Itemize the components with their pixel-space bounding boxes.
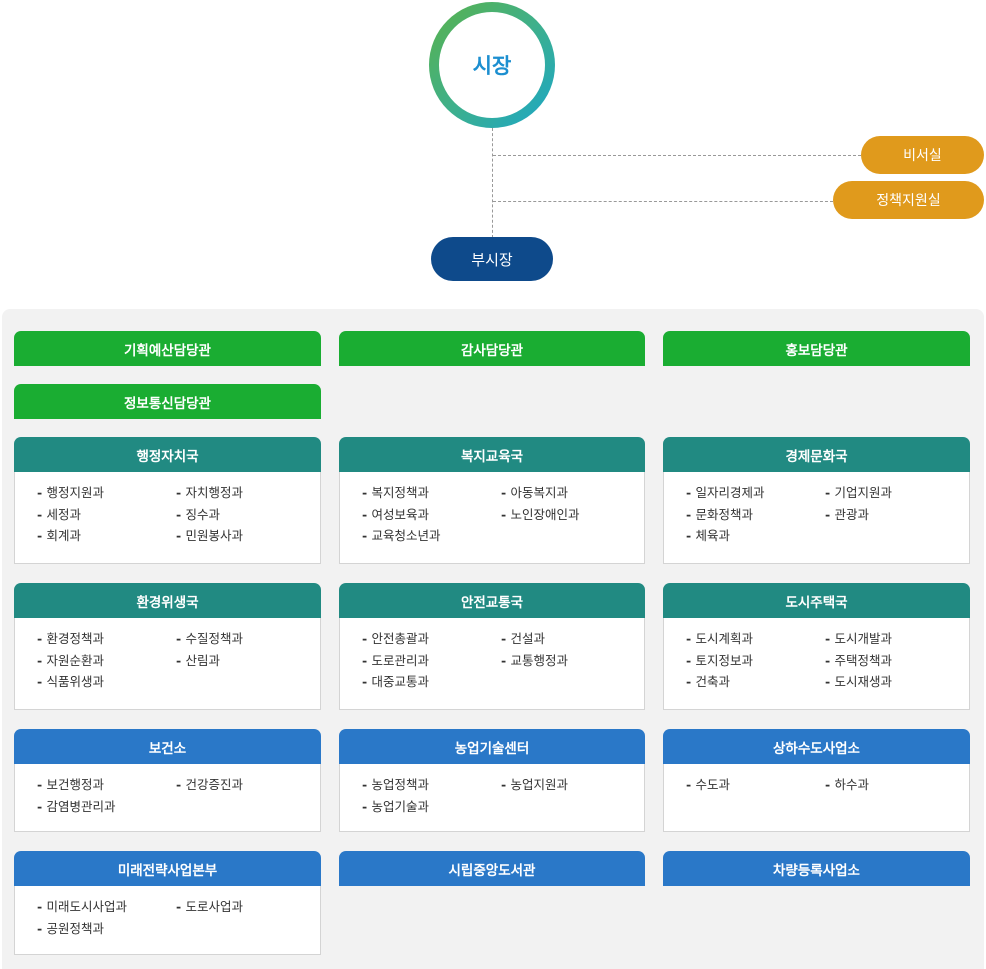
department-item[interactable]: 자원순환과	[37, 651, 176, 672]
bureau-box: 안전총괄과 건설과 도로관리과 교통행정과 대중교통과	[339, 618, 645, 710]
department-item[interactable]: 환경정책과	[37, 629, 176, 650]
mayor-label: 시장	[439, 12, 545, 118]
department-item[interactable]: 교육청소년과	[362, 526, 501, 547]
department-item[interactable]: 징수과	[176, 505, 315, 526]
department-item[interactable]: 감염병관리과	[37, 797, 176, 818]
secretary-connector	[493, 155, 861, 156]
department-item[interactable]: 도시개발과	[825, 629, 964, 650]
bureau-box: 환경정책과 수질정책과 자원순환과 산림과 식품위생과	[14, 618, 321, 710]
department-item[interactable]: 식품위생과	[37, 672, 176, 693]
department-item[interactable]: 도로사업과	[176, 897, 315, 918]
department-item[interactable]: 관광과	[825, 505, 964, 526]
department-item[interactable]: 노인장애인과	[501, 505, 640, 526]
agency-box: 농업정책과 농업지원과 농업기술과	[339, 764, 645, 832]
department-item[interactable]: 복지정책과	[362, 483, 501, 504]
department-item[interactable]: 대중교통과	[362, 672, 501, 693]
bureau-header[interactable]: 행정자치국	[14, 437, 321, 472]
department-item[interactable]: 안전총괄과	[362, 629, 501, 650]
policy-connector	[493, 201, 833, 202]
department-item[interactable]: 주택정책과	[825, 651, 964, 672]
department-item[interactable]: 도시계획과	[686, 629, 825, 650]
bureau-box: 일자리경제과 기업지원과 문화정책과 관광과 체육과	[663, 472, 970, 564]
staff-office-pr[interactable]: 홍보담당관	[663, 331, 970, 366]
bureau-header[interactable]: 도시주택국	[663, 583, 970, 618]
department-item[interactable]: 기업지원과	[825, 483, 964, 504]
bureau-header[interactable]: 환경위생국	[14, 583, 321, 618]
agency-header[interactable]: 시립중앙도서관	[339, 851, 645, 886]
department-item[interactable]: 아동복지과	[501, 483, 640, 504]
bureau-box: 복지정책과 아동복지과 여성보육과 노인장애인과 교육청소년과	[339, 472, 645, 564]
department-item[interactable]: 공원정책과	[37, 919, 176, 940]
department-item[interactable]: 행정지원과	[37, 483, 176, 504]
department-item[interactable]: 여성보육과	[362, 505, 501, 526]
department-item[interactable]: 건설과	[501, 629, 640, 650]
department-item[interactable]: 수질정책과	[176, 629, 315, 650]
department-item[interactable]: 일자리경제과	[686, 483, 825, 504]
mayor-node[interactable]: 시장	[429, 2, 555, 128]
department-item[interactable]: 민원봉사과	[176, 526, 315, 547]
department-item[interactable]: 도시재생과	[825, 672, 964, 693]
department-item[interactable]: 하수과	[825, 775, 964, 796]
department-item[interactable]: 농업지원과	[501, 775, 640, 796]
department-item[interactable]: 건축과	[686, 672, 825, 693]
department-item[interactable]: 미래도시사업과	[37, 897, 176, 918]
agency-header[interactable]: 상하수도사업소	[663, 729, 970, 764]
department-item[interactable]: 체육과	[686, 526, 825, 547]
agency-header[interactable]: 차량등록사업소	[663, 851, 970, 886]
department-item[interactable]: 교통행정과	[501, 651, 640, 672]
department-item[interactable]: 자치행정과	[176, 483, 315, 504]
department-item[interactable]: 수도과	[686, 775, 825, 796]
bureau-box: 도시계획과 도시개발과 토지정보과 주택정책과 건축과 도시재생과	[663, 618, 970, 710]
agency-header[interactable]: 농업기술센터	[339, 729, 645, 764]
staff-office-planning[interactable]: 기획예산담당관	[14, 331, 321, 366]
department-item[interactable]: 회계과	[37, 526, 176, 547]
agency-box: 미래도시사업과 도로사업과 공원정책과	[14, 886, 321, 955]
staff-office-it[interactable]: 정보통신담당관	[14, 384, 321, 419]
agency-header[interactable]: 보건소	[14, 729, 321, 764]
department-item[interactable]: 농업정책과	[362, 775, 501, 796]
bureau-box: 행정지원과 자치행정과 세정과 징수과 회계과 민원봉사과	[14, 472, 321, 564]
agency-header[interactable]: 미래전략사업본부	[14, 851, 321, 886]
department-item[interactable]: 세정과	[37, 505, 176, 526]
vice-mayor-button[interactable]: 부시장	[431, 237, 553, 281]
department-item[interactable]: 산림과	[176, 651, 315, 672]
secretary-office-button[interactable]: 비서실	[861, 136, 984, 174]
department-item[interactable]: 토지정보과	[686, 651, 825, 672]
department-item[interactable]: 건강증진과	[176, 775, 315, 796]
hierarchy-connector	[492, 128, 493, 238]
department-item[interactable]: 문화정책과	[686, 505, 825, 526]
policy-office-button[interactable]: 정책지원실	[833, 181, 984, 219]
bureau-header[interactable]: 안전교통국	[339, 583, 645, 618]
department-item[interactable]: 보건행정과	[37, 775, 176, 796]
department-item[interactable]: 농업기술과	[362, 797, 501, 818]
staff-office-audit[interactable]: 감사담당관	[339, 331, 645, 366]
bureau-header[interactable]: 복지교육국	[339, 437, 645, 472]
bureau-header[interactable]: 경제문화국	[663, 437, 970, 472]
department-item[interactable]: 도로관리과	[362, 651, 501, 672]
agency-box: 보건행정과 건강증진과 감염병관리과	[14, 764, 321, 832]
agency-box: 수도과 하수과	[663, 764, 970, 832]
